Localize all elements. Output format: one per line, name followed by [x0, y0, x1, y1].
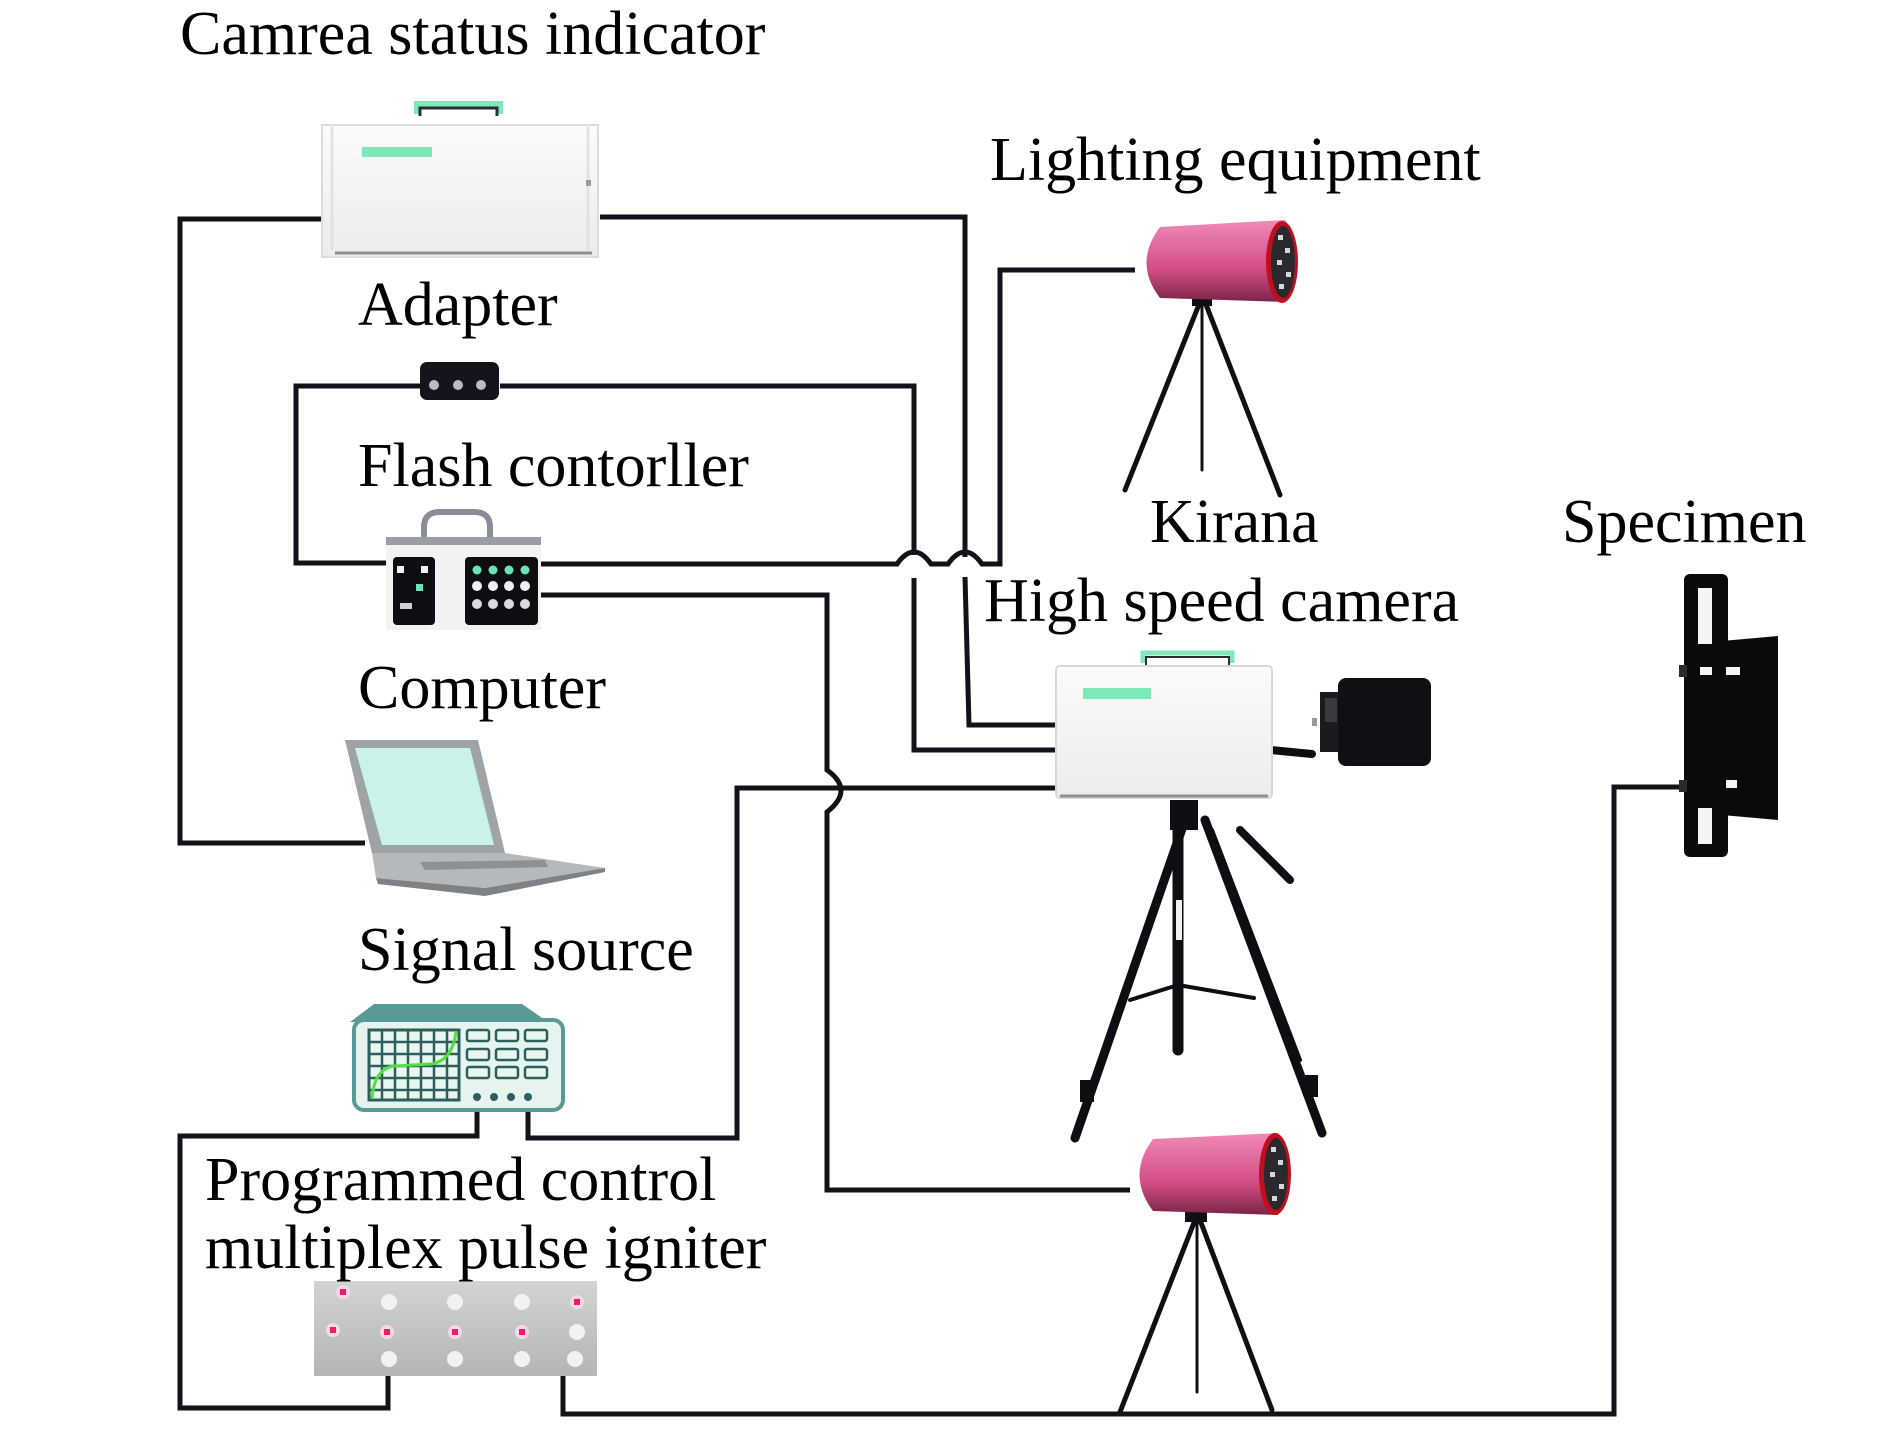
labels: Camrea status indicator Adapter Flash co… [180, 0, 1807, 1282]
label-camera-status-indicator: Camrea status indicator [180, 0, 766, 68]
signal-source [350, 1004, 565, 1112]
tripod [1070, 744, 1327, 1143]
lamp-tripod-icon [1117, 1133, 1291, 1415]
label-igniter-line2: multiplex pulse igniter [205, 1214, 767, 1282]
high-speed-camera [1055, 650, 1431, 1143]
label-lighting-equipment: Lighting equipment [990, 126, 1481, 194]
label-specimen: Specimen [1562, 488, 1807, 556]
wire-indicator-to-camera [600, 214, 1058, 728]
wire-igniter-to-specimen [560, 784, 1690, 1417]
specimen-fixture-icon [1679, 574, 1778, 857]
flash-controller-icon [386, 509, 541, 630]
wire-signal-to-igniter [177, 1108, 480, 1411]
lamp-tripod-icon [1122, 220, 1298, 498]
flash-controller-buttons [472, 565, 530, 609]
label-igniter-line1: Programmed control [205, 1146, 716, 1214]
wire-flash-to-lower-lamp [540, 592, 1130, 1193]
oscilloscope-icon [350, 1004, 565, 1112]
adapter-icon [420, 362, 499, 400]
label-adapter: Adapter [358, 271, 558, 339]
camera-tripod-icon [1055, 650, 1431, 1143]
pulse-igniter [314, 1281, 597, 1376]
igniter-panel-icon [314, 1281, 597, 1376]
label-high-speed-camera: High speed camera [984, 567, 1459, 635]
specimen [1679, 574, 1778, 857]
flash-controller [386, 509, 541, 630]
label-signal-source: Signal source [358, 916, 694, 984]
camera-box-icon [321, 101, 599, 258]
computer [345, 740, 605, 896]
label-computer: Computer [358, 654, 606, 722]
lighting-equipment-upper [1122, 220, 1298, 498]
camera-status-indicator [321, 101, 599, 258]
wire-indicator-to-computer [177, 216, 365, 846]
connection-wires [177, 214, 1690, 1417]
adapter [420, 362, 499, 400]
wire-adapter-to-flash [293, 383, 425, 566]
label-kirana: Kirana [1150, 488, 1319, 556]
laptop-icon [345, 740, 605, 896]
wire-flash-to-upper-lamp [540, 267, 1135, 567]
label-flash-controller: Flash contorller [358, 432, 749, 500]
lighting-equipment-lower [1117, 1133, 1291, 1415]
wire-adapter-to-camera [500, 383, 1058, 753]
wire-signal-to-camera [525, 785, 1058, 1141]
